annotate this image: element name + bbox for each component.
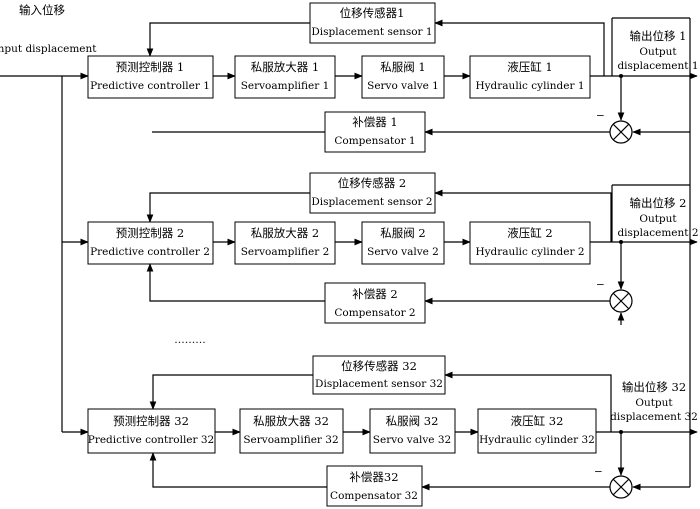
- output-zh-2: 输出位移 2: [630, 196, 687, 210]
- cylinder-zh-32: 液压缸 32: [511, 414, 564, 428]
- minus-sign-32: −: [594, 466, 603, 478]
- sensor-zh-32: 位移传感器 32: [341, 359, 417, 373]
- minus-sign-1: −: [596, 110, 605, 122]
- controller-en-1: Predictive controller 1: [90, 80, 210, 92]
- sensor-box-32: [312, 355, 446, 395]
- output-en2-1: displacement 1: [617, 60, 698, 72]
- cylinder-en-2: Hydraulic cylinder 2: [475, 246, 584, 258]
- controller-zh-1: 预测控制器 1: [116, 60, 184, 74]
- compensator-en-2: Compensator 2: [334, 307, 415, 319]
- sensor-en-2: Displacement sensor 2: [311, 196, 432, 208]
- comp-feedback-32: [149, 452, 327, 488]
- ellipsis: ………: [174, 334, 206, 346]
- output-zh-32: 输出位移 32: [622, 380, 686, 394]
- input-label-zh: 输入位移: [19, 3, 65, 17]
- valve-box-2: [361, 221, 445, 265]
- sensor-feedback-out-1: [146, 22, 310, 57]
- output-en2-2: displacement 2: [617, 227, 698, 239]
- valve-en-1: Servo valve 1: [367, 80, 439, 92]
- servoamp-box-32: [239, 408, 344, 454]
- compensator-zh-1: 补偿器 1: [352, 115, 397, 129]
- compensator-box-1: [324, 111, 426, 153]
- sensor-feedback-in-2: [434, 189, 612, 242]
- valve-zh-1: 私服阀 1: [380, 60, 425, 74]
- output-en1-32: Output: [635, 397, 673, 409]
- servoamp-box-2: [234, 221, 336, 265]
- sum-cross-b-1: [612, 123, 630, 141]
- valve-en-32: Servo valve 32: [373, 434, 451, 446]
- controller-en-2: Predictive controller 2: [90, 246, 210, 258]
- channel-2: 位移传感器 2 Displacement sensor 2 预测控制器 2 Pr…: [87, 172, 699, 325]
- output-en1-1: Output: [639, 46, 677, 58]
- channel-32: 位移传感器 32 Displacement sensor 32 预测控制器 32…: [87, 355, 698, 507]
- controller-en-32: Predictive controller 32: [88, 434, 215, 446]
- channel-1: 位移传感器1 Displacement sensor 1 预测控制器 1 Pre…: [87, 2, 699, 153]
- controller-zh-2: 预测控制器 2: [116, 226, 184, 240]
- input-label-en: Input displacement: [0, 43, 97, 55]
- minus-sign-2: −: [596, 279, 605, 291]
- compensator-box-2: [324, 282, 426, 324]
- valve-box-1: [361, 55, 445, 99]
- cylinder-zh-2: 液压缸 2: [507, 226, 552, 240]
- compensator-en-1: Compensator 1: [334, 135, 415, 147]
- servoamp-zh-32: 私服放大器 32: [253, 414, 329, 428]
- sensor-en-32: Displacement sensor 32: [315, 378, 443, 390]
- servoamp-en-32: Servoamplifier 32: [243, 434, 338, 446]
- cylinder-zh-1: 液压缸 1: [507, 60, 552, 74]
- sensor-en-1: Displacement sensor 1: [311, 26, 432, 38]
- sensor-feedback-out-32: [149, 374, 313, 410]
- valve-box-32: [369, 408, 456, 454]
- valve-zh-2: 私服阀 2: [380, 226, 425, 240]
- servoamp-en-1: Servoamplifier 1: [241, 80, 330, 92]
- sum-cross-b-32: [612, 478, 630, 496]
- controller-box-1: [87, 55, 214, 99]
- compensator-zh-2: 补偿器 2: [352, 287, 397, 301]
- cylinder-box-32: [477, 408, 597, 454]
- sensor-feedback-out-2: [146, 192, 310, 223]
- cylinder-en-1: Hydraulic cylinder 1: [475, 80, 584, 92]
- sensor-feedback-in-1: [434, 19, 605, 76]
- compensator-zh-32: 补偿器32: [349, 470, 398, 484]
- sensor-zh-1: 位移传感器1: [340, 6, 405, 20]
- controller-zh-32: 预测控制器 32: [113, 414, 189, 428]
- valve-zh-32: 私服阀 32: [386, 414, 439, 428]
- output-en2-32: displacement 32: [610, 411, 698, 423]
- servoamp-en-2: Servoamplifier 2: [241, 246, 330, 258]
- output-en1-2: Output: [639, 213, 677, 225]
- cylinder-en-32: Hydraulic cylinder 32: [479, 434, 595, 446]
- valve-en-2: Servo valve 2: [367, 246, 439, 258]
- compensator-en-32: Compensator 32: [330, 490, 418, 502]
- servoamp-zh-1: 私服放大器 1: [251, 60, 319, 74]
- servoamp-zh-2: 私服放大器 2: [251, 226, 319, 240]
- comp-feedback-2: [146, 263, 325, 302]
- compensator-box-32: [326, 465, 423, 507]
- sensor-feedback-in-32: [444, 371, 612, 432]
- cylinder-box-2: [469, 221, 591, 265]
- controller-box-2: [87, 221, 214, 265]
- sensor-zh-2: 位移传感器 2: [338, 176, 406, 190]
- sensor-box-2: [309, 172, 436, 214]
- output-zh-1: 输出位移 1: [630, 29, 687, 43]
- sum-cross-b-2: [612, 292, 630, 310]
- servoamp-box-1: [234, 55, 336, 99]
- cylinder-box-1: [469, 55, 591, 99]
- sensor-box-1: [309, 2, 436, 44]
